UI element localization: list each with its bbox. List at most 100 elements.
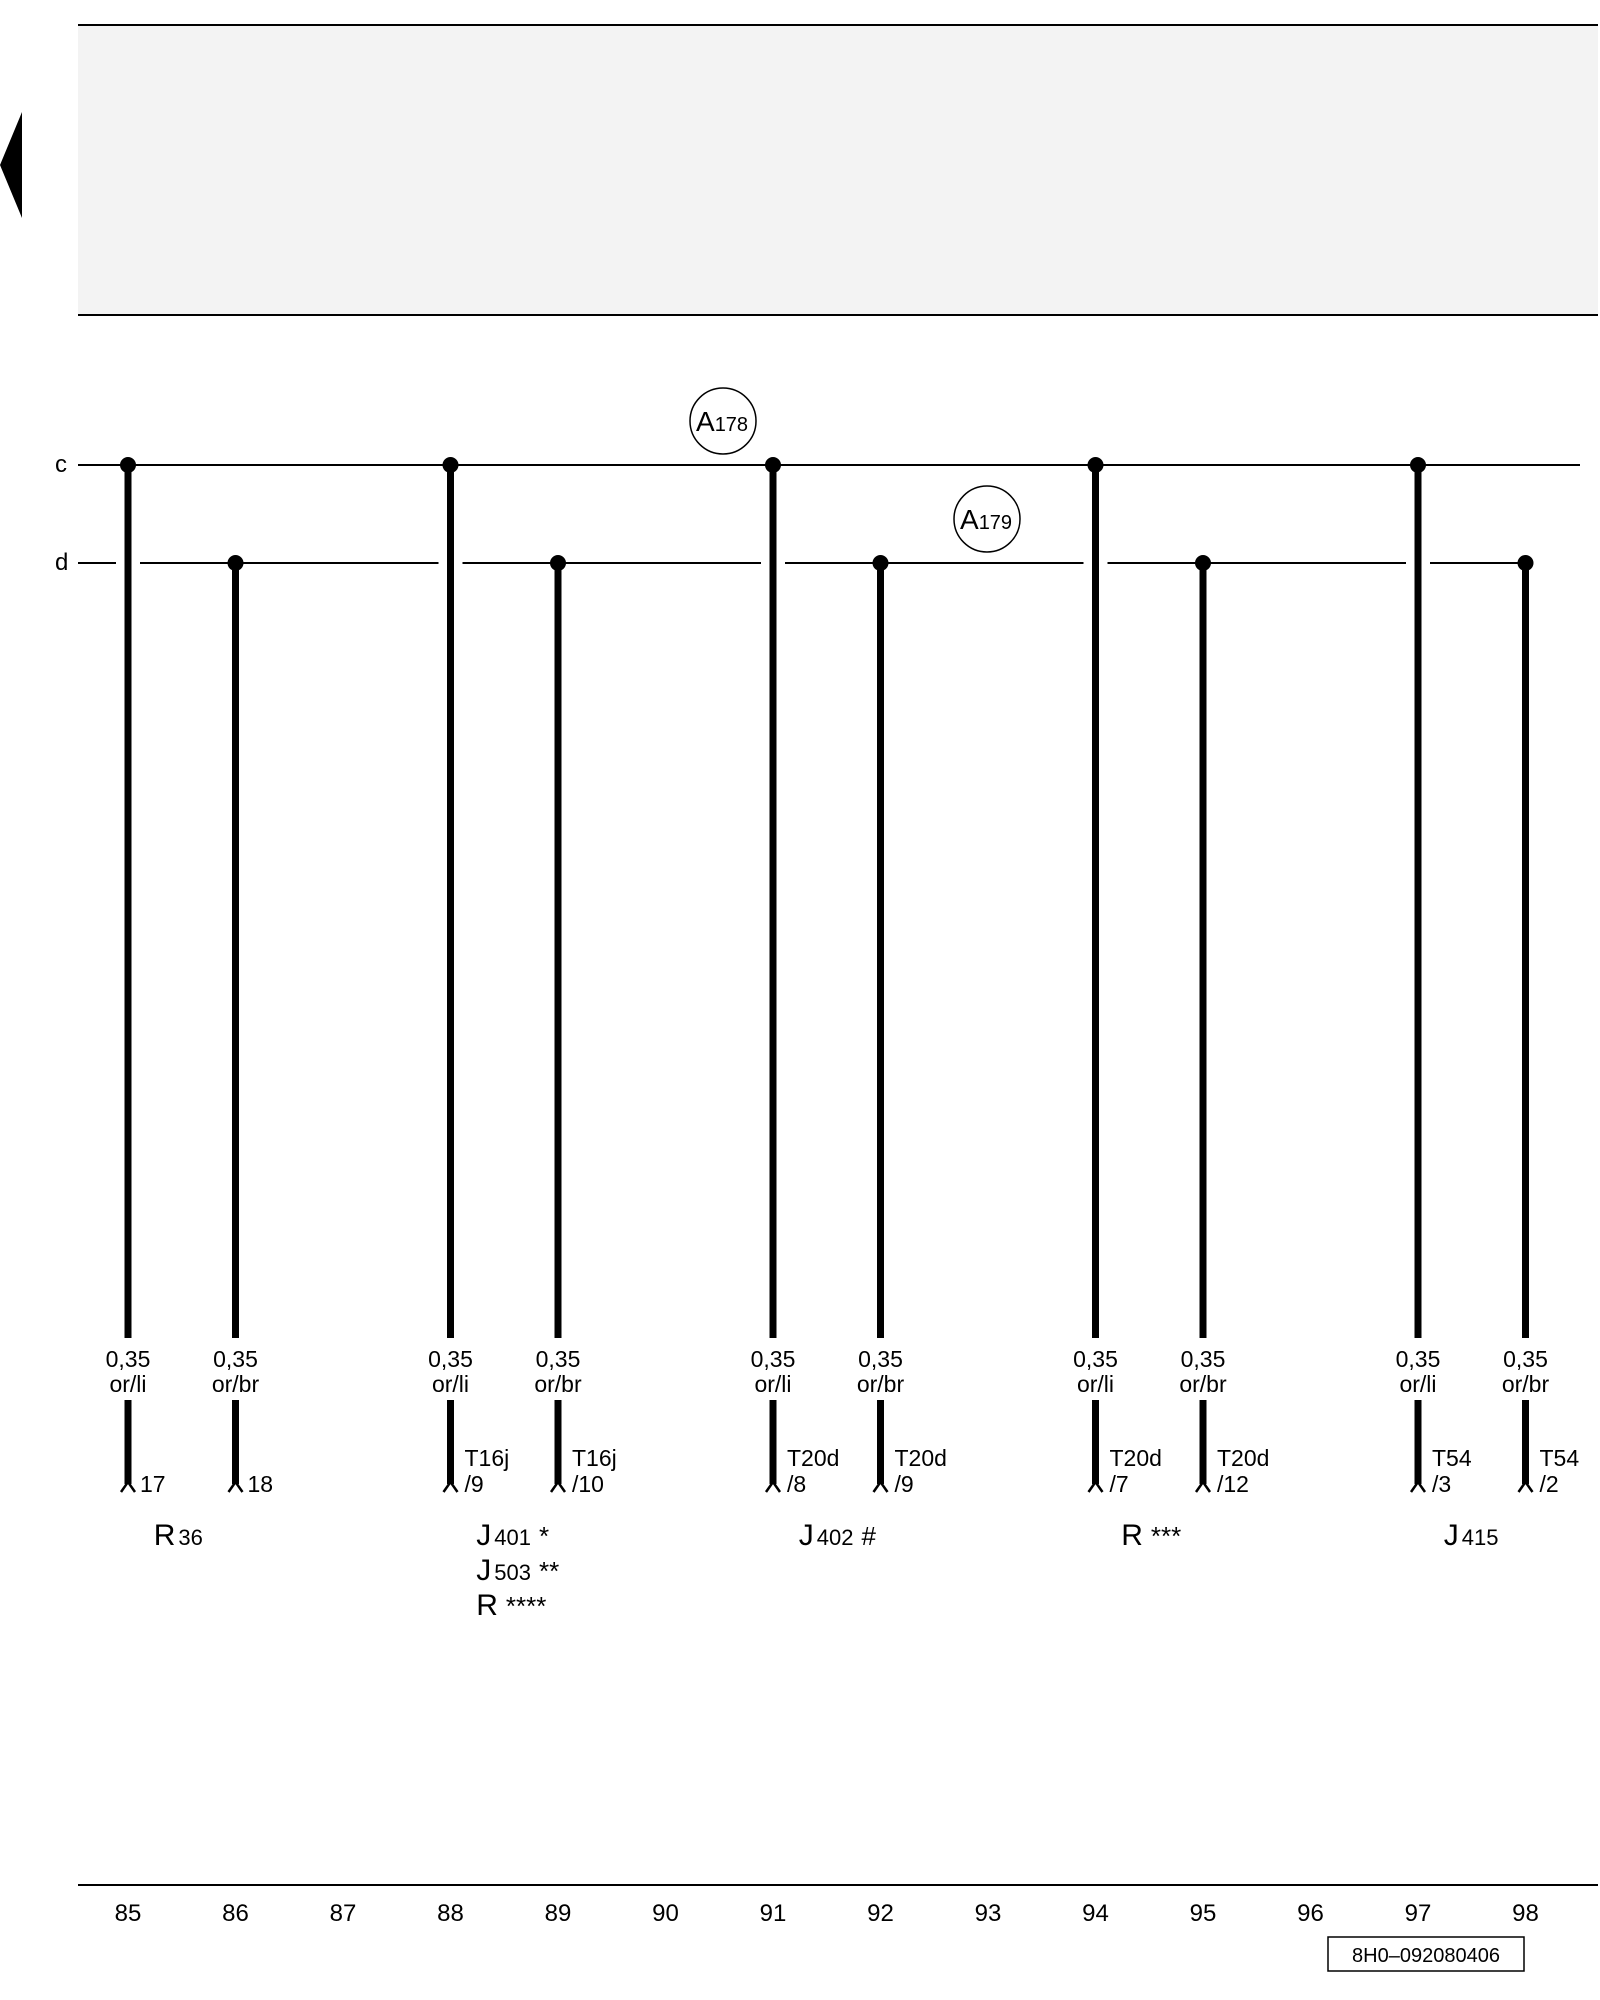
wire-size: 0,35 <box>751 1346 796 1372</box>
track-number: 93 <box>975 1900 1002 1927</box>
junction-dot <box>550 555 566 571</box>
wire-size: 0,35 <box>1396 1346 1441 1372</box>
bus-label-c: c <box>55 451 67 478</box>
wire-size: 0,35 <box>536 1346 581 1372</box>
junction-dot <box>1517 555 1534 571</box>
junction-dot <box>227 555 244 571</box>
wire-size: 0,35 <box>106 1346 151 1372</box>
connector-pin: /8 <box>787 1471 806 1497</box>
doc-number: 8H0–092080406 <box>1352 1945 1500 1967</box>
track-number: 85 <box>115 1900 142 1927</box>
component-label: R*** <box>1121 1519 1181 1552</box>
splice-circle <box>689 387 757 455</box>
wire-color: or/br <box>857 1371 905 1397</box>
header-box <box>78 25 1598 315</box>
connector-pin-icon <box>442 1479 459 1493</box>
bus-lines <box>78 464 1580 564</box>
wire-size: 0,35 <box>1503 1346 1548 1372</box>
splice-label: A179 <box>960 504 1012 535</box>
wire-color: or/li <box>109 1371 146 1397</box>
connector-pin-icon <box>872 1479 889 1493</box>
track-number: 90 <box>652 1900 679 1927</box>
connector-name: T20d <box>1110 1445 1162 1471</box>
track-number: 96 <box>1297 1900 1324 1927</box>
previous-page-arrow-icon[interactable] <box>0 112 22 218</box>
track-number: 97 <box>1405 1900 1432 1927</box>
component-label: R**** <box>476 1589 546 1622</box>
track-number: 87 <box>330 1900 357 1927</box>
junction-dot <box>765 457 781 473</box>
connector-pin: /7 <box>1110 1471 1129 1497</box>
wire-color: or/br <box>534 1371 582 1397</box>
connector-pin-icon <box>1517 1479 1534 1493</box>
connector-name: T54 <box>1432 1445 1472 1471</box>
wire-size: 0,35 <box>1181 1346 1226 1372</box>
wire-color: or/br <box>1179 1371 1227 1397</box>
junction-dot <box>872 555 889 571</box>
connector-name: T16j <box>572 1445 617 1471</box>
splice-label: A178 <box>696 406 748 437</box>
track-number: 89 <box>545 1900 572 1927</box>
connector-pin-icon <box>764 1479 782 1493</box>
connector-pin: /12 <box>1217 1471 1249 1497</box>
wires: 0,35or/li170,35or/br180,35or/liT16j/90,3… <box>106 457 1579 1497</box>
connector-pin: /9 <box>895 1471 914 1497</box>
connector-pin: /3 <box>1432 1471 1451 1497</box>
connector-pin-icon <box>1194 1479 1212 1493</box>
connector-pin: 18 <box>248 1471 274 1497</box>
wire-color: or/li <box>754 1371 791 1397</box>
connector-pin: /2 <box>1540 1471 1559 1497</box>
junction-dot <box>442 457 459 473</box>
connector-name: T54 <box>1540 1445 1580 1471</box>
track-number: 95 <box>1190 1900 1217 1927</box>
connector-pin-icon <box>549 1479 567 1493</box>
track-number: 98 <box>1512 1900 1539 1927</box>
junction-dot <box>120 457 136 473</box>
connector-pin-icon <box>119 1479 137 1493</box>
connector-pin: /9 <box>465 1471 484 1497</box>
connector-name: T20d <box>895 1445 947 1471</box>
doc-number-box <box>1327 1936 1525 1972</box>
track-number: 92 <box>867 1900 894 1927</box>
splice-circle <box>953 485 1021 553</box>
track-number: 86 <box>222 1900 249 1927</box>
connector-pin-icon <box>227 1479 244 1493</box>
track-number: 91 <box>760 1900 787 1927</box>
wire-size: 0,35 <box>1073 1346 1118 1372</box>
bus-label-d: d <box>55 549 68 576</box>
track-number: 94 <box>1082 1900 1109 1927</box>
wire-color: or/br <box>1502 1371 1550 1397</box>
wire-size: 0,35 <box>858 1346 903 1372</box>
junction-dot <box>1195 555 1211 571</box>
connector-pin-icon <box>1409 1479 1427 1493</box>
connector-pin-icon <box>1087 1479 1104 1493</box>
connector-pin: /10 <box>572 1471 604 1497</box>
track-numbers: 85 86 87 88 89 90 91 92 93 94 95 96 97 98 <box>115 1900 1539 1927</box>
connector-pin: 17 <box>140 1471 166 1497</box>
junction-dot <box>1087 457 1104 473</box>
wire-color: or/li <box>1399 1371 1436 1397</box>
junction-dot <box>1410 457 1426 473</box>
wire-color: or/li <box>432 1371 469 1397</box>
connector-name: T20d <box>787 1445 839 1471</box>
connector-name: T20d <box>1217 1445 1269 1471</box>
track-number: 88 <box>437 1900 464 1927</box>
wire-color: or/br <box>212 1371 260 1397</box>
